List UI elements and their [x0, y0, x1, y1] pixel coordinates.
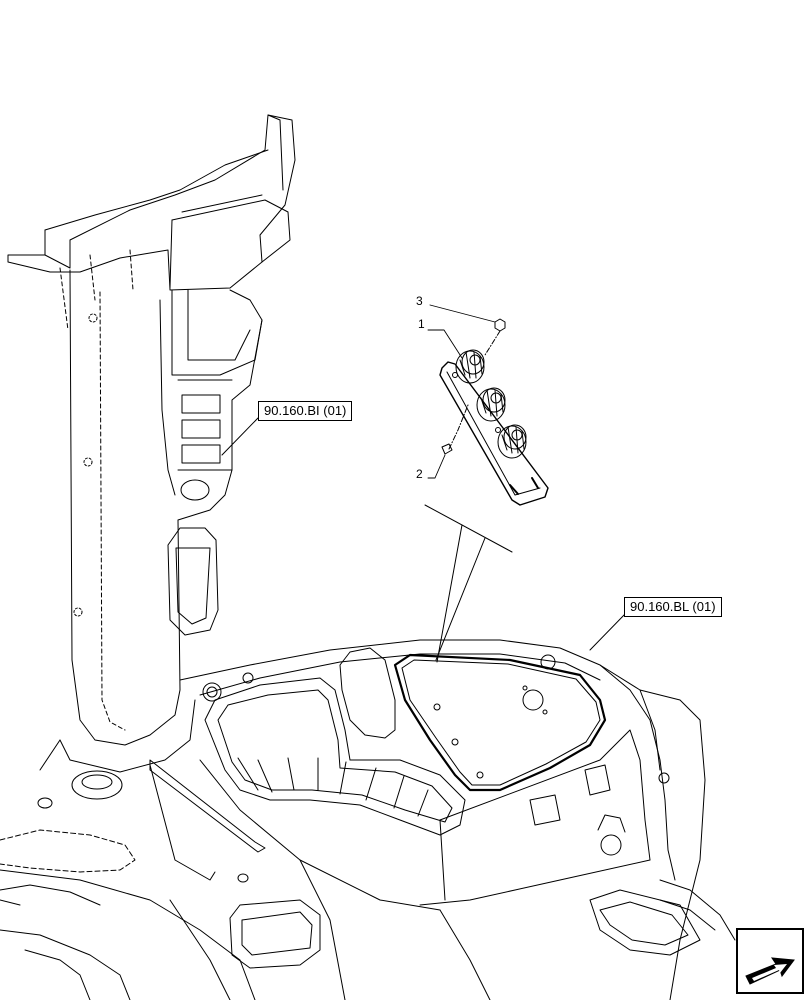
reference-90-160-bi[interactable]: 90.160.BI (01) — [258, 401, 353, 421]
next-page-button[interactable] — [736, 928, 804, 994]
knob-2 — [476, 387, 506, 422]
control-panel-detail — [427, 304, 549, 506]
knob-3 — [497, 424, 527, 459]
callout-2: 2 — [416, 467, 423, 481]
callout-1: 1 — [418, 317, 425, 331]
arrow-next-icon — [745, 957, 795, 985]
right-console — [179, 639, 736, 1001]
cab-floor — [0, 739, 701, 1001]
callout-3: 3 — [416, 294, 423, 308]
cab-pillar — [7, 114, 296, 773]
reference-90-160-bl[interactable]: 90.160.BL (01) — [624, 597, 722, 617]
knob-1 — [455, 349, 485, 384]
